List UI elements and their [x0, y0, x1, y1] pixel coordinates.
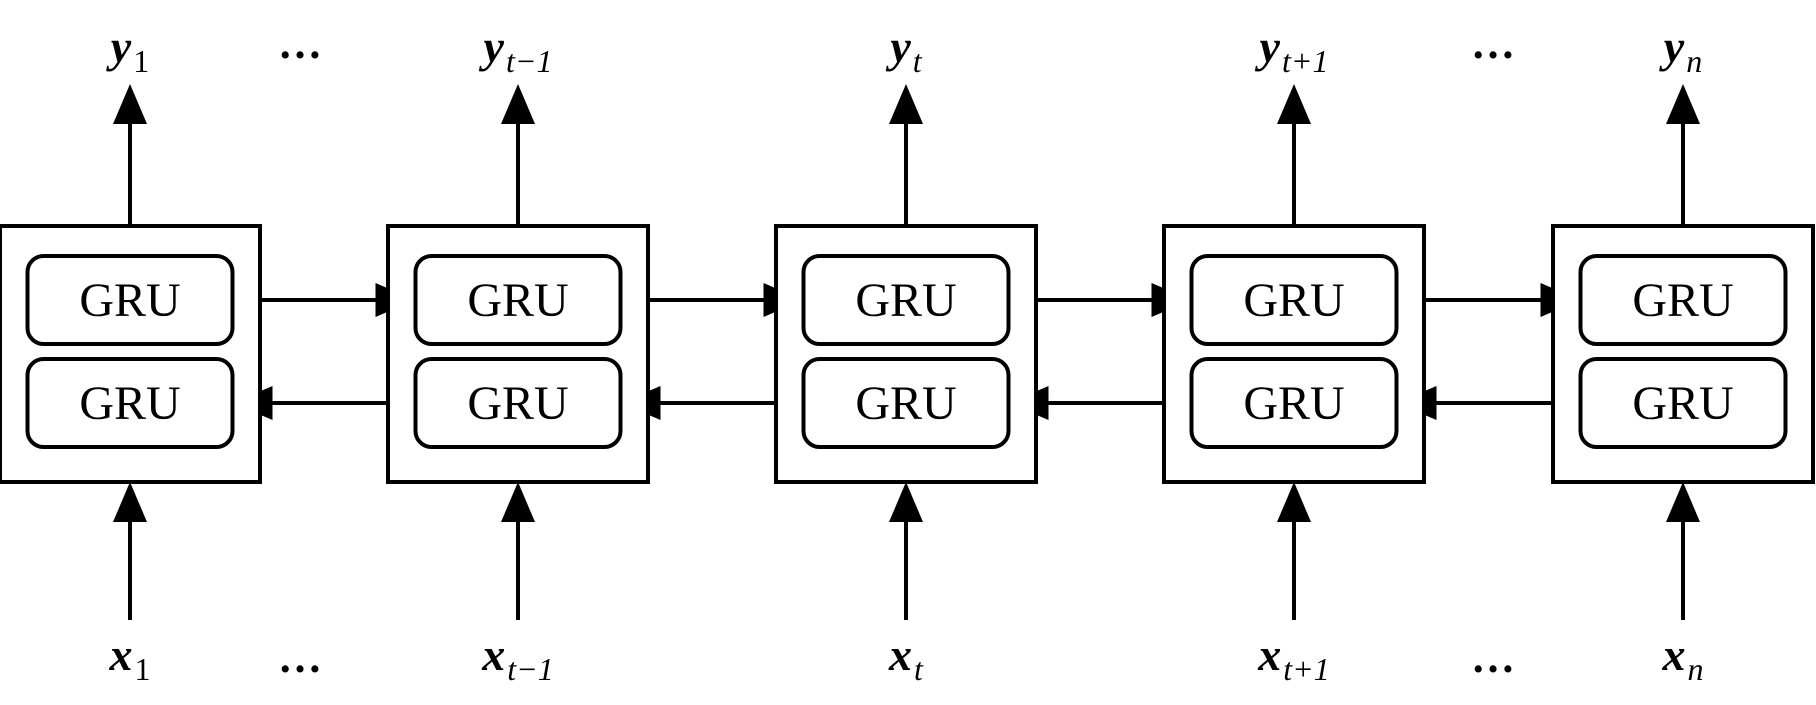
gru-label: GRU — [1243, 377, 1344, 430]
input-subscript: t — [914, 651, 924, 687]
forward-gru-cell — [1189, 254, 1399, 346]
forward-gru-cell — [1578, 254, 1788, 346]
gru-label: GRU — [467, 274, 568, 327]
backward-gru-cell — [25, 357, 235, 449]
output-label-5: yn — [1659, 21, 1702, 79]
gru-label: GRU — [467, 377, 568, 430]
input-label-1: x1 — [109, 629, 151, 687]
output-arrow-head — [113, 84, 147, 124]
input-arrow-head — [1277, 482, 1311, 522]
output-var: y — [885, 21, 911, 72]
output-arrow-head — [1666, 84, 1700, 124]
output-var: y — [106, 21, 132, 72]
gru-label: GRU — [79, 274, 180, 327]
output-var: y — [1255, 21, 1281, 72]
output-subscript: n — [1686, 43, 1702, 79]
input-var: x — [1662, 629, 1686, 680]
backward-gru-cell — [1189, 357, 1399, 449]
input-var: x — [1257, 629, 1281, 680]
output-var: y — [479, 21, 505, 72]
output-arrow-head — [1277, 84, 1311, 124]
input-subscript: 1 — [135, 651, 151, 687]
input-var: x — [109, 629, 133, 680]
input-subscript: t−1 — [507, 651, 553, 687]
output-subscript: t — [913, 43, 923, 79]
forward-gru-cell — [413, 254, 623, 346]
output-label-2: yt−1 — [479, 21, 553, 79]
input-var: x — [481, 629, 505, 680]
input-label-2: xt−1 — [481, 629, 553, 687]
output-subscript: t+1 — [1282, 43, 1328, 79]
input-ellipsis: … — [278, 633, 322, 682]
output-var: y — [1659, 21, 1685, 72]
input-arrow-head — [113, 482, 147, 522]
backward-gru-cell — [1578, 357, 1788, 449]
gru-label: GRU — [1632, 377, 1733, 430]
backward-gru-cell — [801, 357, 1011, 449]
input-arrow-head — [889, 482, 923, 522]
input-ellipsis: … — [1471, 633, 1515, 682]
output-label-3: yt — [885, 21, 922, 79]
output-arrow-head — [501, 84, 535, 124]
input-arrow-head — [1666, 482, 1700, 522]
output-label-1: y1 — [106, 21, 149, 79]
gru-label: GRU — [855, 377, 956, 430]
input-arrow-head — [501, 482, 535, 522]
gru-label: GRU — [855, 274, 956, 327]
input-label-5: xn — [1662, 629, 1704, 687]
output-ellipsis: … — [278, 19, 322, 68]
backward-gru-cell — [413, 357, 623, 449]
input-subscript: n — [1688, 651, 1704, 687]
gru-label: GRU — [1632, 274, 1733, 327]
output-arrow-head — [889, 84, 923, 124]
output-ellipsis: … — [1471, 19, 1515, 68]
gru-label: GRU — [79, 377, 180, 430]
input-var: x — [888, 629, 912, 680]
forward-gru-cell — [801, 254, 1011, 346]
output-subscript: t−1 — [506, 43, 552, 79]
input-label-4: xt+1 — [1257, 629, 1329, 687]
forward-gru-cell — [25, 254, 235, 346]
input-label-3: xt — [888, 629, 924, 687]
output-label-4: yt+1 — [1255, 21, 1329, 79]
input-subscript: t+1 — [1283, 651, 1329, 687]
output-subscript: 1 — [133, 43, 149, 79]
gru-label: GRU — [1243, 274, 1344, 327]
